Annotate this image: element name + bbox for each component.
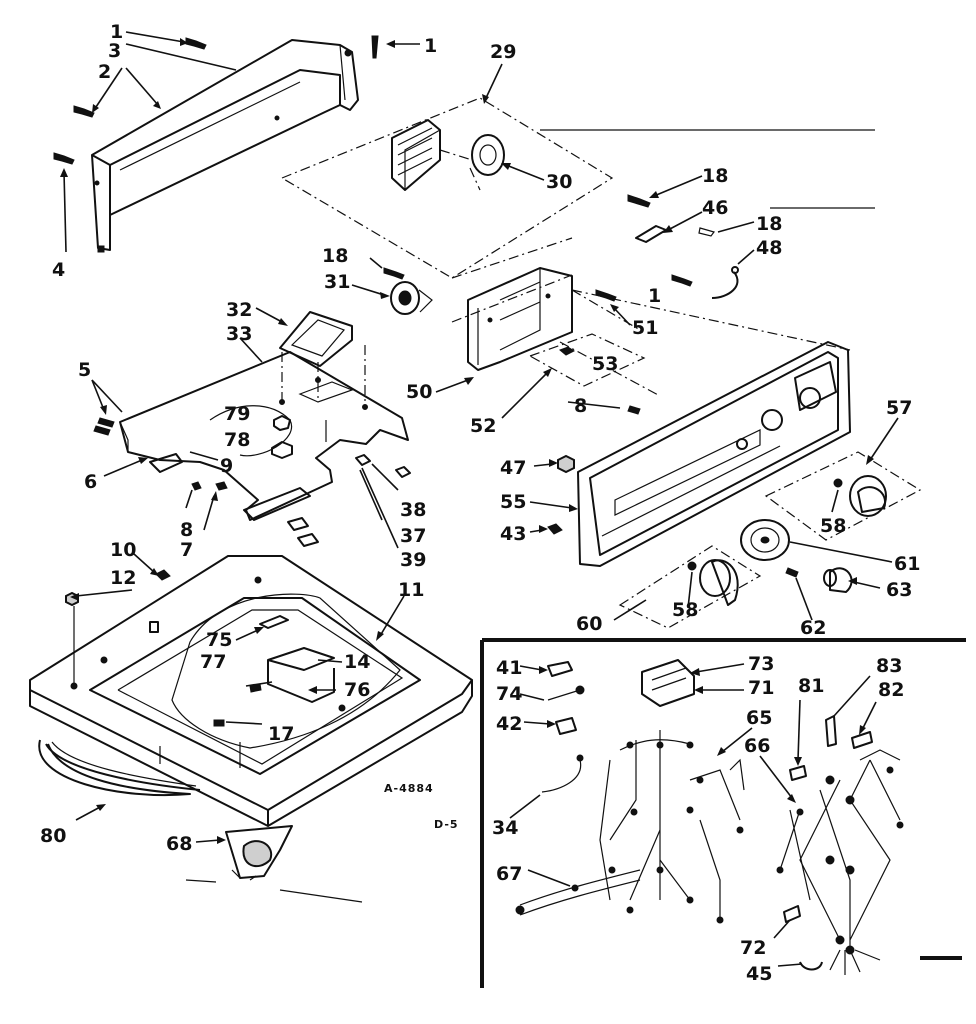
leader-lines-top-panel (70, 553, 405, 727)
callout-label: 76 (344, 679, 370, 701)
arrow (380, 292, 390, 299)
callout-label: 58 (672, 599, 698, 621)
callout-label: 66 (744, 735, 770, 757)
callout-label: 67 (496, 863, 522, 885)
leader-lines-right-top (369, 175, 755, 326)
callout-label: 62 (800, 617, 826, 639)
switch-box-area (501, 333, 646, 419)
callout-label: 48 (756, 237, 782, 259)
callout-label: 8 (180, 519, 193, 541)
callout-label: 65 (746, 707, 772, 729)
callout-label: 14 (344, 651, 370, 673)
callout-label: 68 (166, 833, 192, 855)
callout-label: 72 (740, 937, 766, 959)
callout-label: 18 (756, 213, 782, 235)
callout-label: 29 (490, 41, 516, 63)
callout-label: 31 (324, 271, 350, 293)
callout-label: 51 (632, 317, 658, 339)
leader-lines-base (91, 307, 399, 549)
callout-labels: 1 1 1 2 3 4 5 6 7 8 8 9 10 11 12 14 17 1… (40, 21, 920, 985)
nut-part (547, 454, 575, 535)
callout-label: 8 (574, 395, 587, 417)
screw-part (53, 35, 379, 165)
callout-label: 73 (748, 653, 774, 675)
callout-label: 18 (702, 165, 728, 187)
callout-label: 39 (400, 549, 426, 571)
filter-part (185, 825, 363, 903)
callout-label: 11 (398, 579, 424, 601)
callout-label: 45 (746, 963, 772, 985)
callout-label: 78 (224, 429, 250, 451)
leader-lines-wiring (509, 663, 877, 967)
callout-label: 34 (492, 817, 518, 839)
callout-label: 5 (78, 359, 91, 381)
callout-label: 17 (268, 723, 294, 745)
wiring-inset-box (480, 638, 966, 988)
callout-label: 80 (40, 825, 66, 847)
leader-line (351, 284, 385, 296)
callout-label: 81 (798, 675, 824, 697)
arrow (464, 377, 474, 385)
callout-label: 83 (876, 655, 902, 677)
callout-label: 46 (702, 197, 728, 219)
callout-label: 2 (98, 61, 111, 83)
callout-label: 1 (110, 21, 123, 43)
callout-label: 71 (748, 677, 774, 699)
callout-label: 52 (470, 415, 496, 437)
callout-label: 37 (400, 525, 426, 547)
callout-label: 6 (84, 471, 97, 493)
callout-label: 7 (180, 539, 193, 561)
callout-label: 77 (200, 651, 226, 673)
callout-label: 74 (496, 683, 522, 705)
drawing-code: A-4884 (384, 782, 434, 795)
callout-label: 33 (226, 323, 252, 345)
callout-label: 58 (820, 515, 846, 537)
callout-label: 75 (206, 629, 232, 651)
screw-part (383, 194, 739, 302)
callout-label: 30 (546, 171, 572, 193)
callout-label: 43 (500, 523, 526, 545)
callout-label: 57 (886, 397, 912, 419)
control-panel-part (559, 289, 851, 567)
callout-label: 1 (648, 285, 661, 307)
callout-label: 10 (110, 539, 136, 561)
mounting-bracket-part (451, 267, 641, 371)
rear-bracket-part (91, 39, 359, 253)
base-plate-part (93, 311, 411, 547)
wire-harness-part (515, 659, 904, 975)
callout-label: 18 (322, 245, 348, 267)
leader-lines-top-left (60, 31, 420, 253)
callout-label: 41 (496, 657, 522, 679)
page-code: D-5 (434, 818, 459, 831)
callout-label: 42 (496, 713, 522, 735)
callout-label: 50 (406, 381, 432, 403)
leader-line (435, 379, 469, 393)
callout-label: 1 (424, 35, 437, 57)
washer-top-part (29, 555, 473, 827)
callout-label: 3 (108, 40, 121, 62)
callout-label: 79 (224, 403, 250, 425)
knob-assembly-area (613, 417, 922, 629)
callout-label: 61 (894, 553, 920, 575)
callout-label: 63 (886, 579, 912, 601)
callout-label: 9 (220, 455, 233, 477)
callout-label: 32 (226, 299, 252, 321)
callout-label: 47 (500, 457, 526, 479)
callout-label: 55 (500, 491, 526, 513)
leader-lines-timer (482, 63, 545, 181)
callout-label: 82 (878, 679, 904, 701)
timer-assembly-area (280, 97, 875, 279)
callout-label: 53 (592, 353, 618, 375)
motor-part (390, 281, 433, 315)
callout-label: 38 (400, 499, 426, 521)
leader-lines-panel (529, 459, 578, 533)
callout-label: 4 (52, 259, 65, 281)
belt-part (38, 739, 201, 821)
callout-label: 12 (110, 567, 136, 589)
callout-label: 60 (576, 613, 602, 635)
